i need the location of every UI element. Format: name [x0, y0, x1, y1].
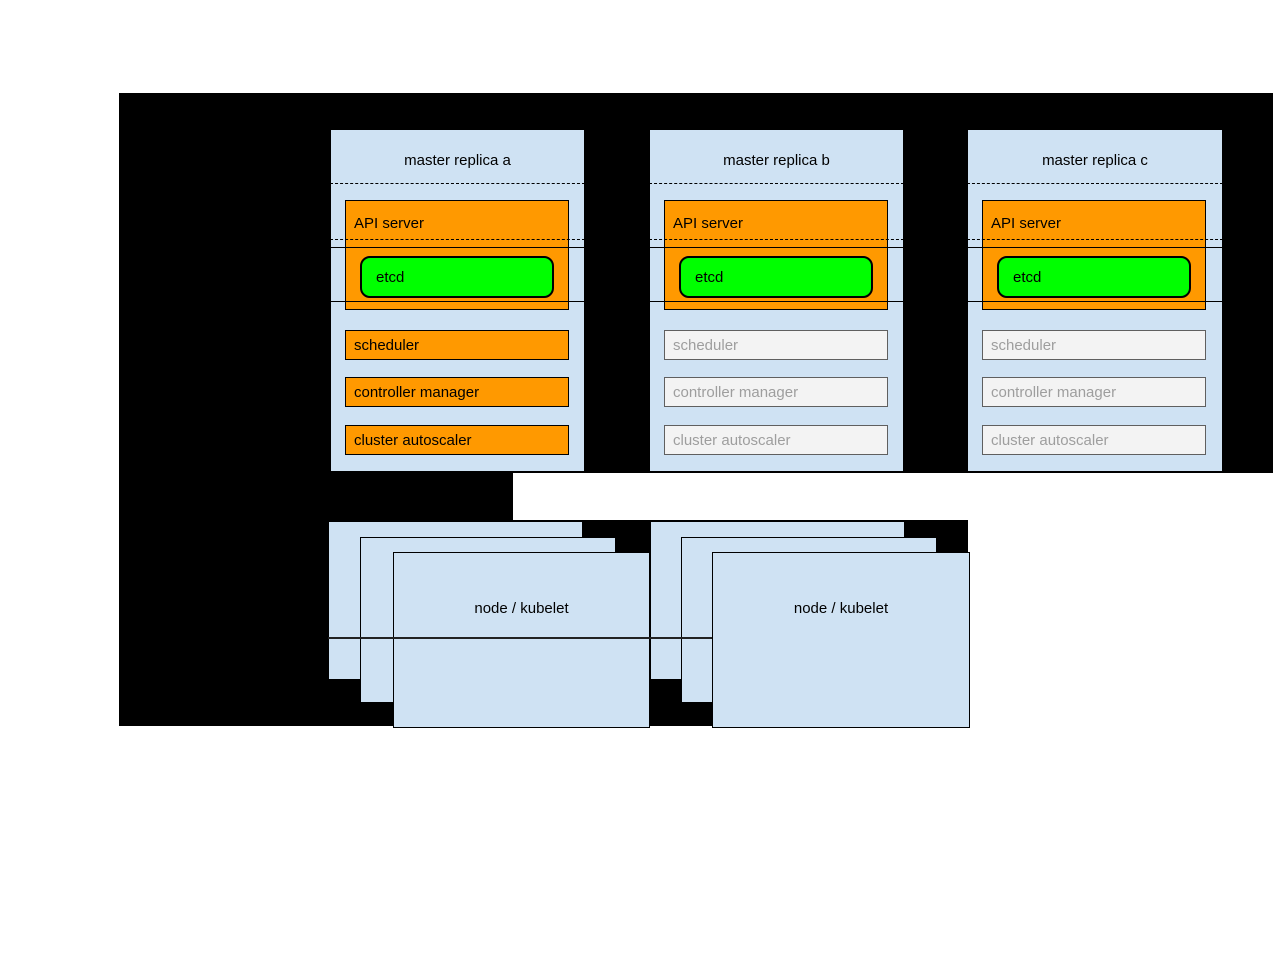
api-server-box: API server etcd [982, 200, 1206, 310]
controller-manager-box: controller manager [664, 377, 888, 407]
node-stack2-front: node / kubelet [712, 552, 970, 728]
cluster-autoscaler-box: cluster autoscaler [982, 425, 1206, 455]
etcd-label: etcd [376, 268, 405, 286]
etcd-box: etcd [997, 256, 1191, 298]
divider-dashed [330, 239, 585, 240]
master-replica-b-panel: master replica b API server etcd schedul… [649, 129, 904, 472]
api-server-box: API server etcd [664, 200, 888, 310]
divider-solid [330, 301, 585, 302]
master-replica-a-panel: master replica a API server etcd schedul… [330, 129, 585, 472]
api-server-label: API server [991, 215, 1062, 232]
divider-solid [967, 247, 1223, 248]
etcd-label: etcd [695, 268, 724, 286]
api-server-box: API server etcd [345, 200, 569, 310]
divider-solid [649, 247, 904, 248]
divider-dashed [967, 239, 1223, 240]
cluster-autoscaler-box: cluster autoscaler [345, 425, 569, 455]
divider-dashed [649, 239, 904, 240]
master-title: master replica b [723, 152, 830, 169]
controller-manager-box: controller manager [982, 377, 1206, 407]
divider-solid [649, 301, 904, 302]
divider-solid [967, 301, 1223, 302]
node-kubelet-label: node / kubelet [793, 600, 889, 617]
api-server-label: API server [354, 215, 425, 232]
node-stack1-front: node / kubelet [393, 552, 650, 728]
etcd-box: etcd [360, 256, 554, 298]
master-replica-c-panel: master replica c API server etcd schedul… [967, 129, 1223, 472]
scheduler-box: scheduler [345, 330, 569, 360]
node-title-divider-line [328, 637, 712, 639]
divider-dashed [330, 183, 585, 184]
master-title: master replica a [404, 152, 511, 169]
divider-solid [330, 247, 585, 248]
divider-dashed [649, 183, 904, 184]
etcd-box: etcd [679, 256, 873, 298]
divider-dashed [967, 183, 1223, 184]
node-kubelet-label: node / kubelet [474, 600, 569, 617]
controller-manager-box: controller manager [345, 377, 569, 407]
etcd-label: etcd [1013, 268, 1042, 286]
cluster-autoscaler-box: cluster autoscaler [664, 425, 888, 455]
master-title: master replica c [1042, 152, 1148, 169]
scheduler-box: scheduler [982, 330, 1206, 360]
api-server-label: API server [673, 215, 744, 232]
scheduler-box: scheduler [664, 330, 888, 360]
